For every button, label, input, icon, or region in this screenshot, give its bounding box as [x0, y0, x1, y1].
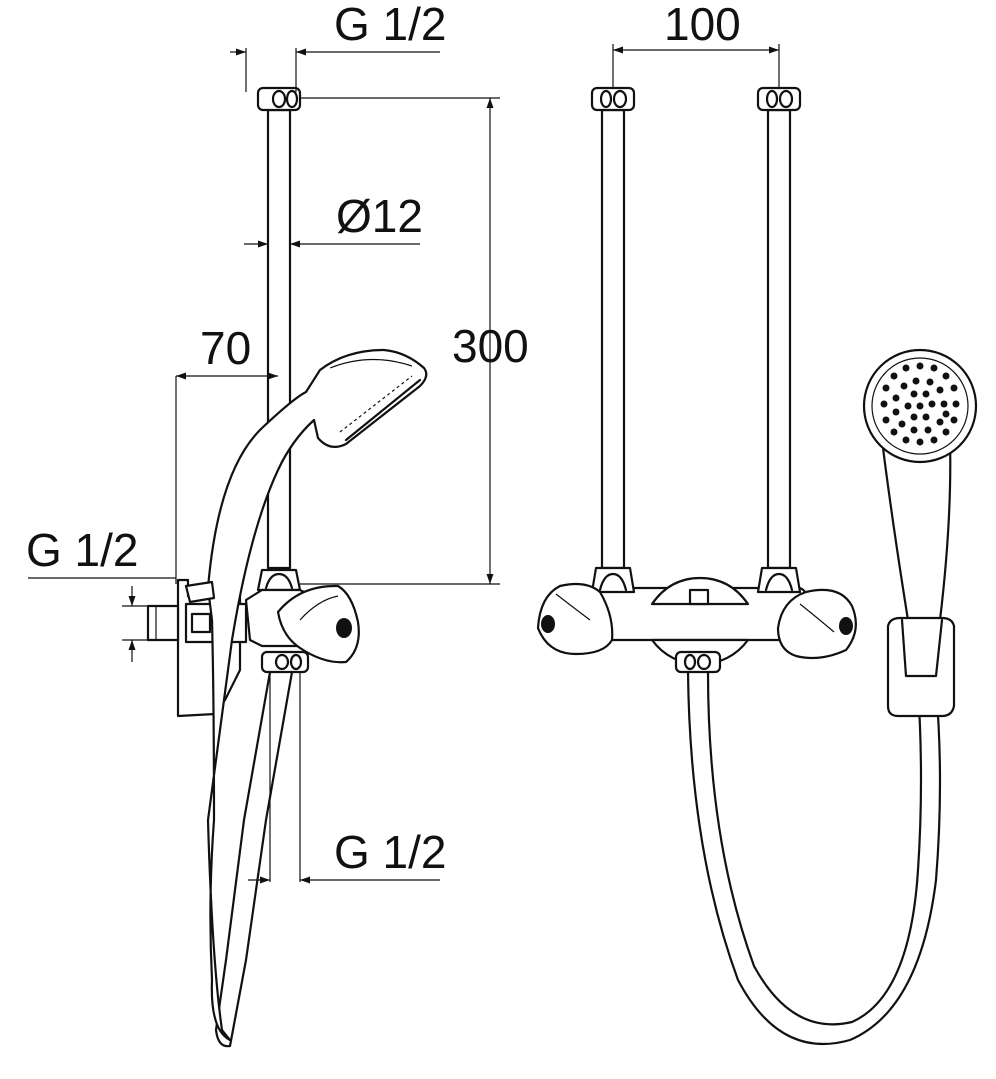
outlet-thread-label: G 1/2 — [334, 826, 447, 878]
front-nut-left — [590, 566, 636, 594]
inlet-thread-label: G 1/2 — [26, 524, 139, 576]
dimension-offset: 70 — [175, 322, 278, 584]
side-pipe-nut — [256, 568, 302, 592]
front-pipe-right — [766, 108, 792, 570]
front-top-nut-right — [756, 86, 802, 112]
front-nut-right — [756, 566, 802, 594]
front-handle-right-hole — [839, 617, 853, 635]
front-pipe-left — [600, 108, 626, 570]
side-top-nut — [256, 86, 302, 112]
side-handle-hole — [336, 618, 352, 638]
side-supply-pipe — [266, 108, 292, 570]
side-handle — [276, 584, 360, 664]
dimension-outlet-thread: G 1/2 — [248, 672, 447, 884]
front-handle-right — [776, 588, 857, 660]
front-outlet-nut — [674, 650, 722, 674]
front-hose — [686, 670, 942, 1046]
dimension-height: 300 — [300, 97, 529, 585]
front-view — [536, 86, 978, 1046]
front-center-pin — [688, 588, 710, 606]
top-thread-label: G 1/2 — [334, 0, 447, 50]
height-label: 300 — [452, 320, 529, 372]
side-bracket — [184, 580, 216, 604]
dimension-top-thread: G 1/2 — [230, 0, 447, 92]
side-hand-shower — [206, 348, 428, 1042]
front-handle-left-hole — [541, 615, 555, 633]
dimension-inlet-thread: G 1/2 — [26, 524, 176, 662]
side-hose — [214, 670, 294, 1048]
dimension-spacing: 100 — [612, 0, 780, 88]
front-shower-holder — [886, 616, 956, 718]
front-shower-nozzles — [880, 362, 960, 446]
front-handle-left — [536, 582, 614, 656]
side-outlet-nut — [260, 650, 310, 674]
side-view — [146, 86, 428, 1048]
spacing-label: 100 — [664, 0, 741, 50]
offset-label: 70 — [200, 322, 251, 374]
front-hand-shower-handle — [880, 438, 952, 622]
pipe-diameter-label: Ø12 — [336, 190, 423, 242]
front-top-nut-left — [590, 86, 636, 112]
dimension-pipe-diameter: Ø12 — [244, 190, 423, 248]
